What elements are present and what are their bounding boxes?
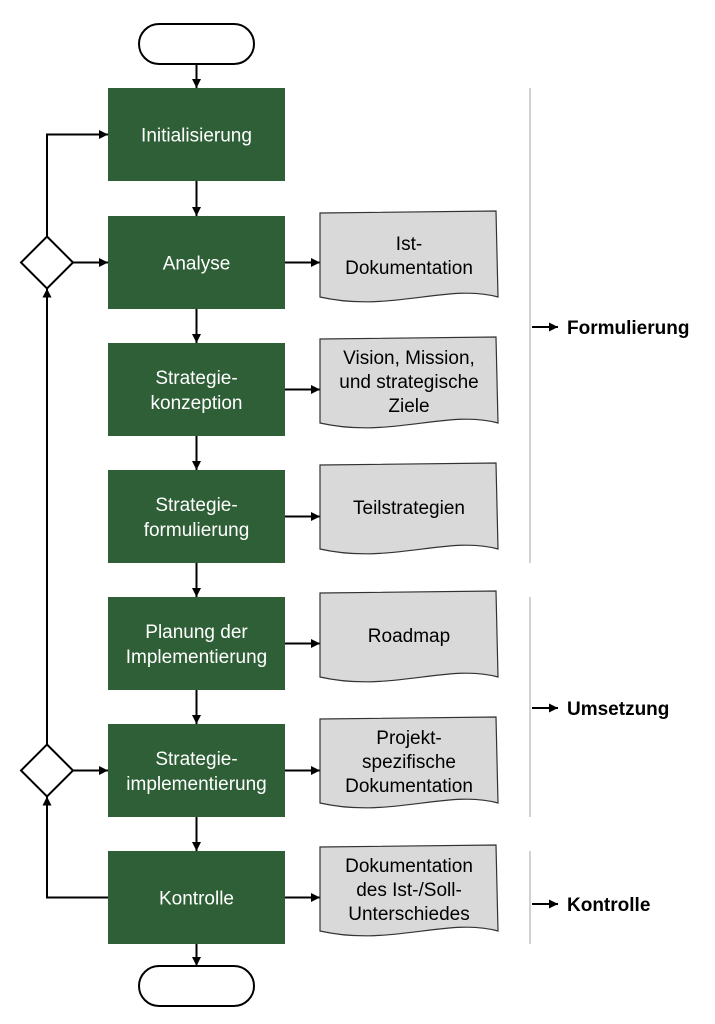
- document-label-ist-soll-unterschiede-line: Unterschiedes: [348, 904, 469, 925]
- phase-label-kontrolle: Kontrolle: [567, 895, 650, 916]
- process-label-strategieimplementierung-line: implementierung: [126, 774, 266, 795]
- process-label-kontrolle-line: Kontrolle: [159, 889, 234, 910]
- phase-label-umsetzung: Umsetzung: [567, 699, 669, 720]
- document-label-ist-dokumentation: Ist- Dokumentation: [345, 234, 473, 279]
- phase-label-formulierung: Formulierung: [567, 318, 689, 339]
- process-label-planung-line: Planung der: [145, 622, 248, 643]
- document-roadmap: [319, 590, 499, 683]
- process-label-strategiekonzeption-line: Strategie-: [155, 368, 237, 389]
- document-ist-soll-unterschiede: [319, 844, 499, 937]
- process-label-analyse-line: Analyse: [163, 254, 231, 275]
- process-label-initialisierung-line: Initialisierung: [141, 126, 252, 147]
- process-label-strategieformulierung-line: Strategie-: [155, 495, 237, 516]
- process-strategiekonzeption: [108, 343, 285, 436]
- document-label-projektspezifische-dokumentation-line: Dokumentation: [345, 776, 473, 797]
- document-label-teilstrategien-line: Teilstrategien: [353, 498, 465, 519]
- start-terminator: [138, 23, 255, 65]
- process-strategieimplementierung: [108, 724, 285, 817]
- process-initialisierung: [108, 88, 285, 181]
- process-label-initialisierung: Initialisierung: [141, 126, 252, 147]
- end-terminator: [138, 965, 255, 1007]
- process-planung: [108, 597, 285, 690]
- process-label-planung-line: Implementierung: [126, 647, 268, 668]
- document-teilstrategien: [319, 462, 499, 555]
- document-label-roadmap-line: Roadmap: [368, 626, 450, 647]
- process-label-strategieimplementierung: Strategie-implementierung: [126, 749, 266, 795]
- document-ist-dokumentation: [319, 210, 499, 303]
- process-analyse: [108, 216, 285, 309]
- decision-diamond-implementierung: [19, 743, 75, 798]
- decision-diamond-analyse: [19, 235, 75, 290]
- document-label-ist-soll-unterschiede-line: Dokumentation: [345, 856, 473, 877]
- process-strategieformulierung: [108, 470, 285, 563]
- document-label-ist-dokumentation-line: Dokumentation: [345, 258, 473, 279]
- shape-layer: [19, 23, 499, 1007]
- loop-from-kontrolle: [42, 796, 108, 899]
- document-label-vision-mission-line: Ziele: [388, 396, 429, 417]
- loop-to-initialisierung: [46, 130, 108, 237]
- process-label-strategiekonzeption: Strategie-konzeption: [151, 368, 243, 414]
- document-label-vision-mission-line: Vision, Mission,: [343, 348, 475, 369]
- document-label-ist-soll-unterschiede-line: des Ist-/Soll-: [356, 880, 462, 901]
- process-kontrolle: [108, 851, 285, 944]
- document-label-vision-mission-line: und strategische: [339, 372, 478, 393]
- process-label-strategiekonzeption-line: konzeption: [151, 393, 243, 414]
- document-label-roadmap: Roadmap: [368, 626, 450, 647]
- process-label-analyse: Analyse: [163, 254, 231, 275]
- document-label-ist-dokumentation-line: Ist-: [396, 234, 422, 255]
- document-label-projektspezifische-dokumentation-line: spezifische: [362, 752, 456, 773]
- process-label-strategieimplementierung-line: Strategie-: [155, 749, 237, 770]
- process-label-strategieformulierung: Strategie-formulierung: [144, 495, 250, 541]
- connector-layer: [42, 64, 558, 966]
- text-layer: InitialisierungAnalyseStrategie-konzepti…: [126, 126, 690, 926]
- document-label-teilstrategien: Teilstrategien: [353, 498, 465, 519]
- document-label-projektspezifische-dokumentation-line: Projekt-: [376, 728, 441, 749]
- process-label-kontrolle: Kontrolle: [159, 889, 234, 910]
- process-label-strategieformulierung-line: formulierung: [144, 520, 250, 541]
- document-vision-mission: [319, 336, 499, 429]
- document-projektspezifische-dokumentation: [319, 716, 499, 809]
- document-label-ist-soll-unterschiede: Dokumentation des Ist-/Soll- Unterschiedes: [345, 856, 473, 925]
